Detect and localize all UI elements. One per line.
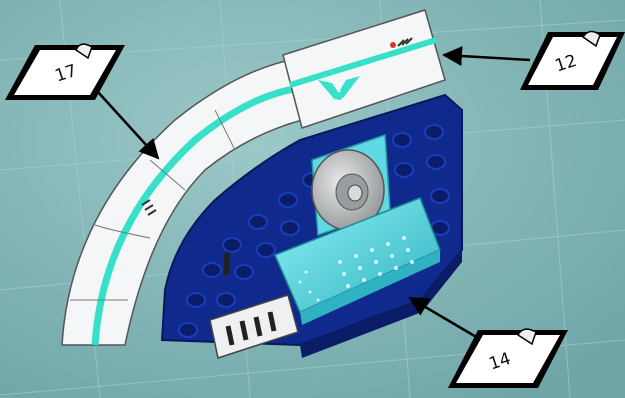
illustration: 17 12 14 [0, 0, 625, 398]
instruction-step: 17 12 14 [0, 0, 625, 398]
